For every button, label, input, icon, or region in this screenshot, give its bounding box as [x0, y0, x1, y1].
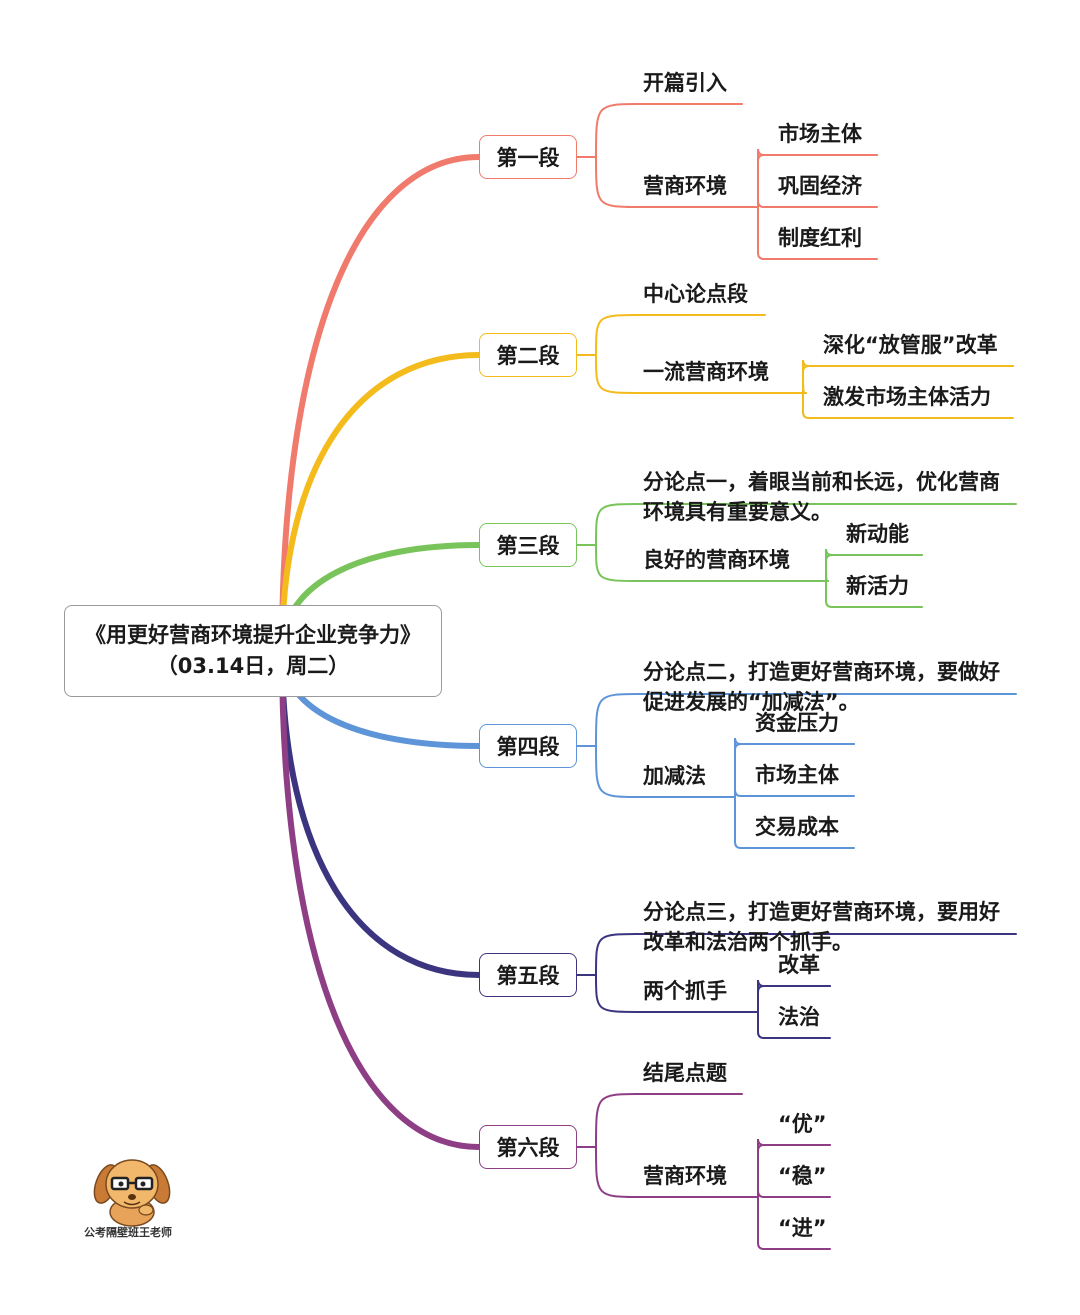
segment-node[interactable]: 第二段	[479, 333, 577, 377]
branch-connector	[279, 648, 482, 1150]
leaf-label[interactable]: 法治	[778, 1005, 820, 1029]
topic-label[interactable]: 营商环境	[643, 174, 727, 198]
leaf-label[interactable]: 市场主体	[755, 763, 839, 787]
leaf-label[interactable]: 激发市场主体活力	[823, 385, 991, 409]
branch-connector	[279, 352, 482, 654]
branch-connector	[279, 648, 482, 978]
topic-label[interactable]: 中心论点段	[643, 282, 748, 306]
topic-label[interactable]: 分论点一，着眼当前和长远，优化营商环境具有重要意义。	[643, 470, 1000, 524]
topic-label[interactable]: 开篇引入	[643, 71, 727, 95]
topic-label[interactable]: 良好的营商环境	[643, 548, 790, 572]
leaf-connector	[734, 789, 855, 798]
leaf-label[interactable]: 交易成本	[755, 815, 839, 839]
topic-label[interactable]: 分论点三，打造更好营商环境，要用好改革和法治两个抓手。	[643, 900, 1000, 954]
leaf-label[interactable]: 资金压力	[755, 711, 839, 735]
topic-label[interactable]: 两个抓手	[643, 979, 727, 1003]
topic-label[interactable]: 结尾点题	[643, 1061, 727, 1085]
leaf-connector	[757, 1196, 831, 1250]
leaf-label[interactable]: 深化“放管服”改革	[823, 333, 998, 357]
leaf-connector	[802, 365, 1014, 394]
segment-node[interactable]: 第一段	[479, 135, 577, 179]
leaf-label[interactable]: 巩固经济	[778, 174, 862, 198]
cartoon-dog-mascot-icon	[93, 1159, 171, 1227]
topic-connector	[595, 974, 759, 1013]
leaf-connector	[802, 392, 1014, 419]
topic-label[interactable]: 营商环境	[643, 1164, 727, 1188]
topic-connector	[595, 103, 743, 158]
segment-node[interactable]: 第六段	[479, 1125, 577, 1169]
topic-connector	[595, 354, 807, 394]
topic-connector	[595, 745, 736, 798]
topic-connector	[595, 933, 1017, 976]
topic-connector	[595, 314, 766, 356]
leaf-label[interactable]: 新活力	[846, 574, 909, 598]
topic-connector	[595, 1146, 759, 1198]
topic-connector	[595, 544, 829, 582]
segment-node[interactable]: 第五段	[479, 953, 577, 997]
leaf-connector	[825, 580, 923, 608]
topic-connector	[595, 503, 1017, 546]
leaf-label[interactable]: 改革	[778, 953, 820, 977]
topic-connector	[595, 1093, 743, 1148]
watermark-text: 公考隔壁班王老师	[84, 1226, 172, 1239]
leaf-label[interactable]: “优”	[778, 1112, 827, 1136]
leaf-label[interactable]: 市场主体	[778, 122, 862, 146]
root-topic[interactable]: 《用更好营商环境提升企业竞争力》（03.14日，周二）	[64, 605, 442, 697]
leaf-connector	[825, 554, 923, 582]
leaf-connector	[757, 200, 878, 208]
leaf-label[interactable]: “稳”	[778, 1164, 827, 1188]
leaf-connector	[734, 743, 855, 798]
leaf-label[interactable]: 新动能	[846, 522, 909, 546]
leaf-connector	[734, 796, 855, 849]
topic-label[interactable]: 一流营商环境	[643, 360, 769, 384]
leaf-connector	[757, 1011, 831, 1039]
leaf-connector	[757, 1144, 831, 1198]
leaf-connector	[757, 1190, 831, 1198]
topic-connector	[595, 693, 1017, 747]
leaf-connector	[757, 206, 878, 260]
leaf-connector	[757, 154, 878, 208]
root-title: 《用更好营商环境提升企业竞争力》（03.14日，周二）	[85, 623, 421, 678]
segment-node[interactable]: 第三段	[479, 523, 577, 567]
leaf-label[interactable]: “进”	[778, 1216, 827, 1240]
topic-label[interactable]: 加减法	[643, 764, 706, 788]
topic-connector	[595, 156, 759, 208]
topic-label[interactable]: 分论点二，打造更好营商环境，要做好促进发展的“加减法”。	[643, 660, 1000, 714]
segment-node[interactable]: 第四段	[479, 724, 577, 768]
branch-connector	[279, 154, 482, 654]
leaf-connector	[757, 985, 831, 1013]
leaf-label[interactable]: 制度红利	[778, 226, 862, 250]
